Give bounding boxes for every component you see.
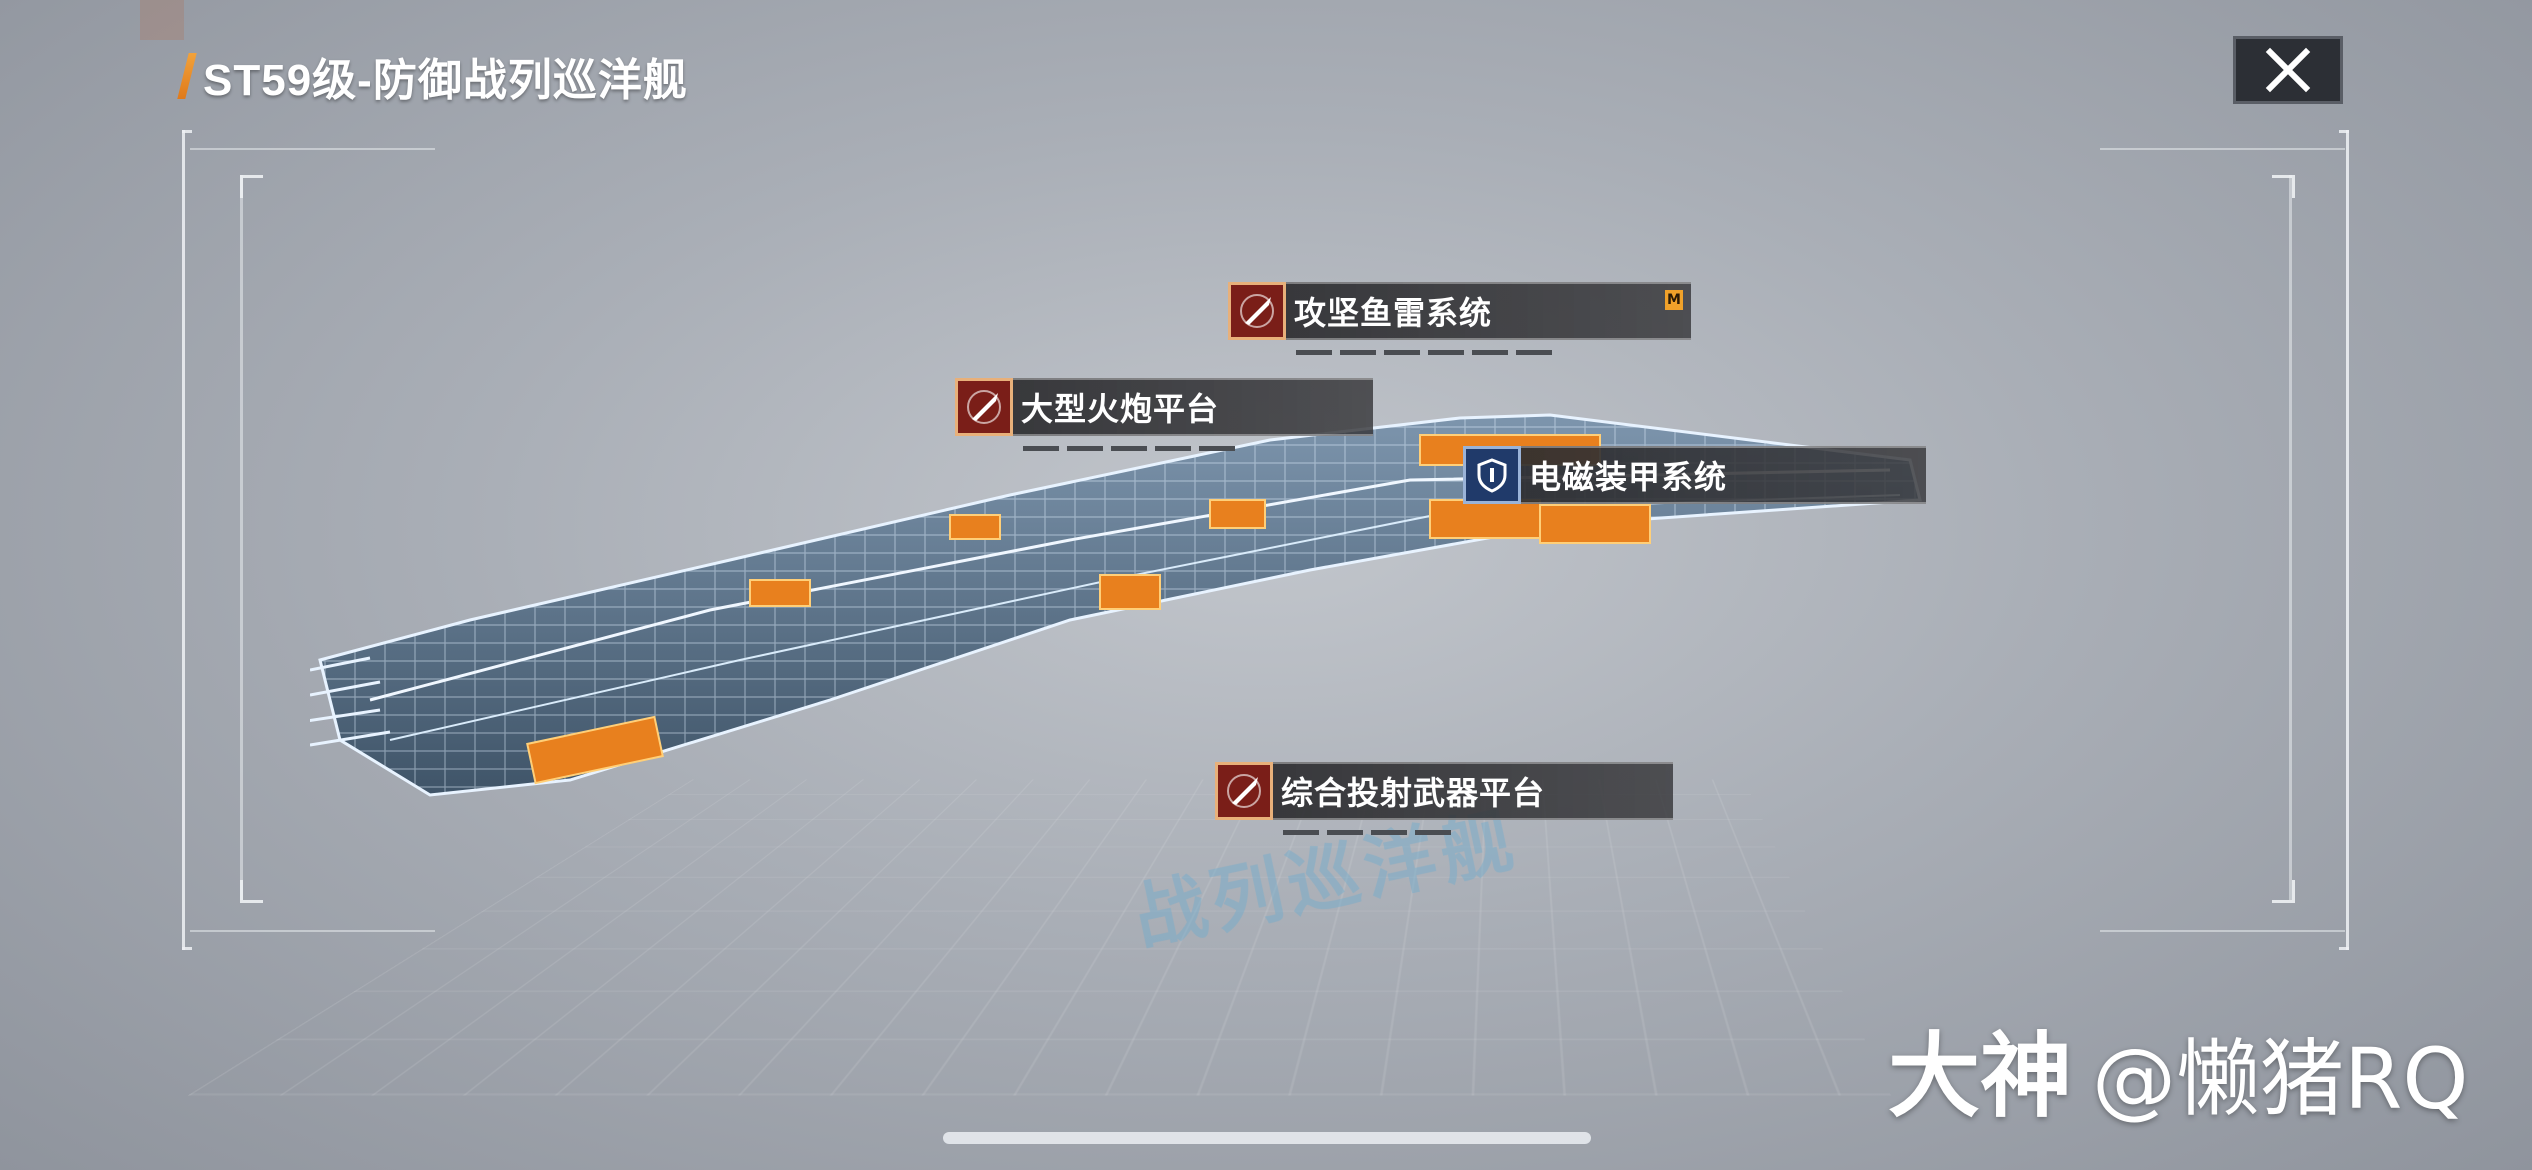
corner-decoration xyxy=(140,0,184,40)
shield-icon xyxy=(1463,446,1521,504)
watermark-brand: 大神 xyxy=(1888,1023,2073,1130)
close-button[interactable] xyxy=(2233,36,2343,104)
level-dashes xyxy=(1283,830,1451,835)
title-accent-bar xyxy=(177,53,197,99)
hologram-grid-plate xyxy=(187,779,1891,1096)
home-indicator[interactable] xyxy=(943,1132,1591,1144)
watermark-handle: @懒猪RQ xyxy=(2092,1030,2469,1128)
callout-heavy-cannon-platform[interactable]: 大型火炮平台 xyxy=(955,378,1373,451)
close-x-icon xyxy=(2265,47,2311,93)
level-dashes xyxy=(1296,350,1552,355)
missile-icon xyxy=(1215,762,1273,820)
callout-integrated-weapon-platform[interactable]: 综合投射武器平台 xyxy=(1215,762,1673,835)
m-badge: M xyxy=(1665,290,1683,310)
callout-torpedo-system[interactable]: 攻坚鱼雷系统 M xyxy=(1228,282,1691,355)
title-bar: ST59级-防御战列巡洋舰 xyxy=(177,44,688,108)
page-title: ST59级-防御战列巡洋舰 xyxy=(203,56,688,105)
callout-em-armor-system[interactable]: 电磁装甲系统 xyxy=(1463,446,1926,504)
missile-icon xyxy=(955,378,1013,436)
missile-icon xyxy=(1228,282,1286,340)
callout-label: 电磁装甲系统 xyxy=(1529,458,1728,496)
callout-label: 综合投射武器平台 xyxy=(1281,774,1546,812)
level-dashes xyxy=(1023,446,1235,451)
watermark: 大神@懒猪RQ xyxy=(1888,1002,2469,1135)
callout-label: 攻坚鱼雷系统 xyxy=(1294,294,1493,332)
callout-label: 大型火炮平台 xyxy=(1021,390,1220,428)
